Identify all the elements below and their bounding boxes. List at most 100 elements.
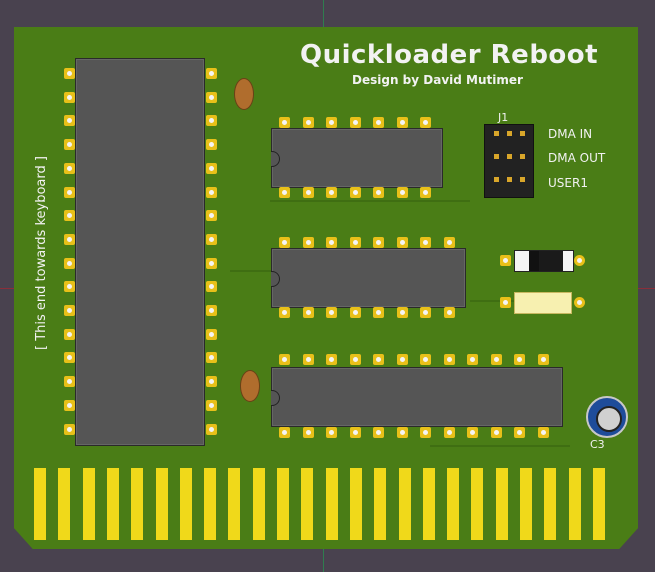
ic-u2[interactable] — [271, 128, 443, 188]
pin-pad — [206, 68, 217, 79]
pin-pad — [64, 162, 75, 174]
pin-pad — [396, 117, 408, 128]
edge-finger — [155, 468, 168, 540]
pin-pad — [467, 354, 478, 365]
resistor-pad — [574, 297, 585, 308]
pin-pad — [206, 257, 217, 269]
j1-ref-label: J1 — [498, 111, 509, 124]
edge-finger — [447, 468, 460, 540]
pin-pad — [206, 186, 217, 198]
diode[interactable] — [514, 250, 574, 272]
pin-pad — [490, 354, 502, 365]
pin-pad — [420, 307, 431, 318]
pin-pad — [420, 237, 431, 248]
edge-finger — [301, 468, 314, 540]
pin-pad — [206, 423, 217, 435]
connector-label-dma-out: DMA OUT — [548, 151, 606, 165]
pin-pad — [64, 186, 75, 198]
edge-finger — [179, 468, 192, 540]
pin-pad — [206, 233, 217, 245]
pin-pad — [64, 423, 75, 435]
pin-pad — [443, 427, 455, 438]
edge-finger — [568, 468, 581, 540]
pin-pad — [64, 257, 75, 269]
edge-finger — [520, 468, 532, 540]
edge-finger — [34, 468, 46, 540]
edge-finger — [422, 468, 435, 540]
pin-pad — [206, 376, 217, 388]
ceramic-capacitor-1[interactable] — [234, 78, 254, 110]
edge-finger — [544, 468, 557, 540]
jumper-header-j1[interactable] — [484, 124, 534, 198]
pin-pad — [537, 427, 549, 438]
pin-pad — [349, 354, 361, 365]
pin-pad — [206, 210, 217, 222]
pin-pad — [302, 427, 314, 438]
pin-pad — [373, 427, 384, 438]
trace — [230, 270, 275, 272]
ic-u3[interactable] — [271, 248, 466, 308]
pin-pad — [279, 237, 290, 248]
edge-finger — [349, 468, 362, 540]
pin-pad — [326, 307, 337, 318]
edge-finger — [277, 468, 289, 540]
pin-pad — [326, 187, 337, 198]
pin-pad — [64, 210, 75, 222]
edge-finger — [58, 468, 71, 540]
pin-pad — [490, 427, 502, 438]
ic-u4[interactable] — [271, 367, 563, 427]
connector-label-user1: USER1 — [548, 176, 588, 190]
pin-pad — [467, 427, 478, 438]
edge-finger — [471, 468, 484, 540]
edge-finger — [252, 468, 265, 540]
resistor[interactable] — [514, 292, 572, 314]
ceramic-capacitor-2[interactable] — [240, 370, 260, 402]
edge-finger — [495, 468, 508, 540]
diode-pad — [574, 255, 585, 266]
pin-pad — [514, 427, 525, 438]
edge-finger — [374, 468, 387, 540]
pin-pad — [373, 117, 384, 128]
edge-finger — [325, 468, 338, 540]
pin-pad — [420, 427, 431, 438]
pin-pad — [279, 354, 290, 365]
pin-pad — [206, 281, 217, 293]
edge-finger — [592, 468, 605, 540]
pin-pad — [326, 354, 337, 365]
ic-dip40[interactable] — [75, 58, 205, 446]
pin-pad — [279, 117, 290, 128]
pin-pad — [206, 399, 217, 411]
pin-pad — [64, 399, 75, 411]
edge-finger — [398, 468, 411, 540]
pin-pad — [206, 328, 217, 340]
pin-pad — [420, 354, 431, 365]
board-subtitle: Design by David Mutimer — [352, 73, 523, 87]
pin-pad — [349, 307, 361, 318]
connector-label-dma-in: DMA IN — [548, 127, 593, 141]
pin-pad — [396, 187, 408, 198]
pin-pad — [326, 117, 337, 128]
pin-pad — [514, 354, 525, 365]
edge-finger — [204, 468, 217, 540]
pin-pad — [326, 427, 337, 438]
pin-pad — [279, 307, 290, 318]
pin-pad — [349, 117, 361, 128]
pin-pad — [396, 354, 408, 365]
pin-pad — [206, 91, 217, 103]
pin-pad — [64, 68, 75, 79]
board-title: Quickloader Reboot — [300, 40, 599, 70]
pin-pad — [64, 139, 75, 151]
electrolytic-capacitor-c3[interactable] — [586, 396, 628, 438]
pin-pad — [64, 328, 75, 340]
edge-finger — [131, 468, 144, 540]
pin-pad — [537, 354, 549, 365]
pin-pad — [206, 305, 217, 316]
pin-pad — [349, 237, 361, 248]
pin-pad — [206, 139, 217, 151]
pin-pad — [373, 354, 384, 365]
pin-pad — [326, 237, 337, 248]
pin-pad — [302, 187, 314, 198]
edge-finger — [82, 468, 95, 540]
pin-pad — [443, 237, 455, 248]
